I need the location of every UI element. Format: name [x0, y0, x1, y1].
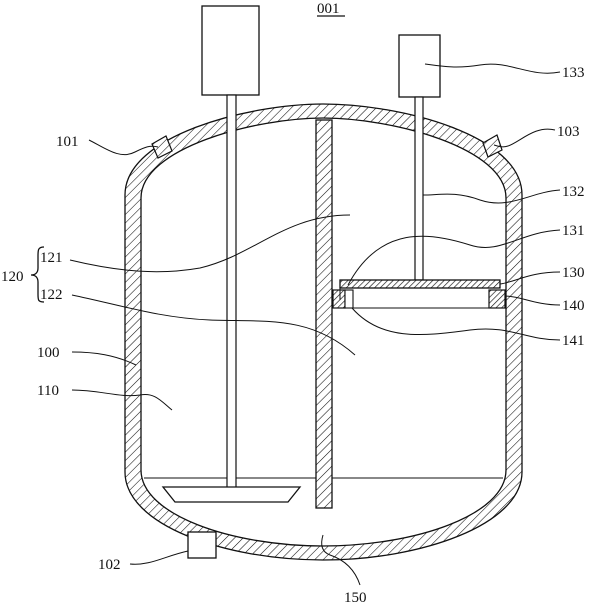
- label-120: 120: [1, 269, 24, 285]
- brace-120: [30, 246, 45, 303]
- support-ring-left: [332, 289, 346, 309]
- label-132: 132: [562, 184, 585, 200]
- label-133: 133: [562, 65, 585, 81]
- filter-plate-130: [339, 279, 501, 289]
- figure-title: 001: [317, 1, 340, 17]
- leader-132: [422, 189, 561, 204]
- label-110: 110: [37, 383, 59, 399]
- leader-140: [504, 295, 561, 306]
- label-140: 140: [562, 298, 585, 314]
- label-130: 130: [562, 265, 585, 281]
- inlet-nozzle-103: [482, 134, 503, 158]
- leader-101: [88, 139, 159, 156]
- leader-131: [347, 229, 561, 286]
- label-101: 101: [56, 134, 79, 150]
- right-motor-box-133: [398, 34, 441, 98]
- leader-150: [321, 534, 361, 586]
- seal-141: [344, 289, 354, 309]
- support-ring-140: [488, 289, 506, 309]
- outlet-nozzle-102: [187, 531, 217, 559]
- leader-122: [71, 294, 356, 356]
- label-102: 102: [98, 557, 121, 573]
- left-stirring-shaft: [226, 94, 237, 489]
- label-103: 103: [557, 124, 580, 140]
- left-impeller: [161, 486, 302, 503]
- label-131: 131: [562, 223, 585, 239]
- leader-133: [424, 63, 561, 74]
- leader-100: [71, 351, 137, 366]
- leader-130: [499, 271, 561, 285]
- leader-102: [129, 550, 189, 565]
- leader-121: [69, 214, 351, 273]
- right-shaft-132: [414, 96, 424, 281]
- label-100: 100: [37, 345, 60, 361]
- label-122: 122: [40, 287, 63, 303]
- partition-wall: [315, 119, 333, 509]
- leader-110: [71, 389, 173, 411]
- leader-103: [493, 128, 556, 148]
- label-150: 150: [344, 590, 367, 605]
- left-motor-box: [201, 5, 260, 96]
- inlet-nozzle-101: [151, 135, 173, 159]
- label-141: 141: [562, 333, 585, 349]
- label-121: 121: [40, 250, 63, 266]
- leader-141: [351, 307, 561, 341]
